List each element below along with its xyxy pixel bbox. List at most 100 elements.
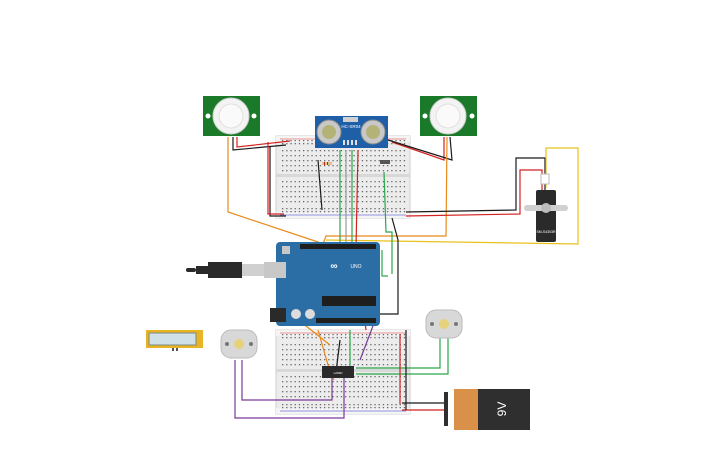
- breadboard-hole: [382, 404, 385, 406]
- breadboard-hole: [395, 196, 397, 198]
- breadboard-hole: [361, 155, 364, 157]
- breadboard-hole: [370, 186, 372, 188]
- breadboard-hole: [353, 208, 355, 210]
- breadboard-hole: [382, 165, 385, 167]
- breadboard-hole: [282, 155, 284, 157]
- breadboard-hole: [361, 150, 364, 152]
- breadboard-hole: [303, 201, 305, 203]
- breadboard-hole: [357, 349, 359, 351]
- breadboard-hole: [382, 354, 385, 356]
- breadboard-hole: [370, 407, 372, 409]
- breadboard-hole: [286, 186, 288, 188]
- breadboard-hole: [340, 191, 343, 193]
- breadboard-hole: [307, 391, 309, 393]
- breadboard-hole: [307, 165, 309, 167]
- breadboard-hole: [374, 364, 376, 366]
- breadboard-hole: [382, 211, 385, 213]
- breadboard-hole: [357, 211, 359, 213]
- dc-motor-left[interactable]: [220, 329, 258, 359]
- breadboard-hole: [311, 386, 313, 388]
- breadboard-hole: [290, 404, 292, 406]
- breadboard-hole: [378, 334, 380, 336]
- breadboard-hole: [307, 196, 309, 198]
- breadboard-hole: [353, 201, 355, 203]
- resistor-top[interactable]: [322, 162, 332, 165]
- breadboard-hole: [315, 354, 317, 356]
- breadboard-hole: [399, 196, 401, 198]
- breadboard-hole: [399, 191, 401, 193]
- motor-driver-chip[interactable]: L293D: [322, 366, 354, 378]
- breadboard-hole: [374, 396, 376, 398]
- breadboard-hole: [366, 359, 368, 361]
- breadboard-hole: [374, 196, 376, 198]
- breadboard-hole: [319, 181, 322, 183]
- breadboard-hole: [374, 334, 376, 336]
- breadboard-hole: [290, 386, 292, 388]
- breadboard-hole: [366, 344, 368, 346]
- breadboard-hole: [353, 170, 355, 172]
- breadboard-hole: [382, 337, 385, 339]
- breadboard-hole: [349, 404, 351, 406]
- breadboard-hole: [366, 201, 368, 203]
- ultrasonic-sensor[interactable]: HC-SR04: [315, 116, 388, 148]
- breadboard-hole: [311, 381, 313, 383]
- breadboard-hole: [319, 349, 322, 351]
- breadboard-hole: [353, 191, 355, 193]
- breadboard-hole: [315, 186, 317, 188]
- breadboard-hole: [353, 211, 355, 213]
- breadboard-hole: [315, 381, 317, 383]
- breadboard-hole: [357, 181, 359, 183]
- breadboard-hole: [382, 364, 385, 366]
- breadboard-hole: [391, 381, 393, 383]
- arduino-uno[interactable]: ∞ UNO: [264, 242, 380, 326]
- breadboard-hole: [324, 381, 326, 383]
- breadboard-hole: [366, 208, 368, 210]
- breadboard-hole: [311, 143, 313, 145]
- breadboard-hole: [298, 201, 301, 203]
- breadboard-hole: [357, 186, 359, 188]
- breadboard-hole: [319, 386, 322, 388]
- breadboard-hole: [361, 349, 364, 351]
- breadboard-hole: [298, 359, 301, 361]
- battery-9v[interactable]: 9V: [444, 389, 530, 430]
- breadboard-hole: [332, 181, 334, 183]
- dc-motor-right[interactable]: [425, 309, 463, 339]
- yellow-module[interactable]: [146, 330, 203, 351]
- breadboard-hole: [303, 364, 305, 366]
- breadboard-hole: [382, 208, 385, 210]
- breadboard-hole: [324, 186, 326, 188]
- component-top-right[interactable]: [380, 160, 390, 164]
- breadboard-hole: [370, 404, 372, 406]
- pir-sensor-right[interactable]: [420, 96, 477, 136]
- breadboard-hole: [395, 334, 397, 336]
- breadboard-hole: [324, 201, 326, 203]
- breadboard-hole: [345, 334, 347, 336]
- breadboard-hole: [290, 143, 292, 145]
- breadboard-hole: [286, 407, 288, 409]
- breadboard-hole: [290, 170, 292, 172]
- breadboard-hole: [311, 364, 313, 366]
- breadboard-hole: [294, 208, 296, 210]
- breadboard-hole: [349, 165, 351, 167]
- breadboard-hole: [282, 386, 284, 388]
- breadboard-hole: [282, 391, 284, 393]
- breadboard-hole: [286, 364, 288, 366]
- breadboard-hole: [319, 364, 322, 366]
- top-breadboard[interactable]: [275, 135, 411, 219]
- breadboard-hole: [403, 349, 406, 351]
- breadboard-hole: [395, 404, 397, 406]
- wire-black-ard: [380, 217, 399, 315]
- breadboard-hole: [395, 391, 397, 393]
- breadboard-hole: [378, 186, 380, 188]
- breadboard-hole: [324, 150, 326, 152]
- servo-motor[interactable]: SM-S4303R: [524, 173, 568, 242]
- breadboard-hole: [303, 337, 305, 339]
- pir-sensor-left[interactable]: [203, 96, 260, 136]
- breadboard-hole: [307, 344, 309, 346]
- breadboard-hole: [290, 359, 292, 361]
- breadboard-hole: [395, 140, 397, 142]
- breadboard-hole: [298, 391, 301, 393]
- breadboard-hole: [361, 359, 364, 361]
- breadboard-hole: [336, 155, 338, 157]
- breadboard-hole: [298, 404, 301, 406]
